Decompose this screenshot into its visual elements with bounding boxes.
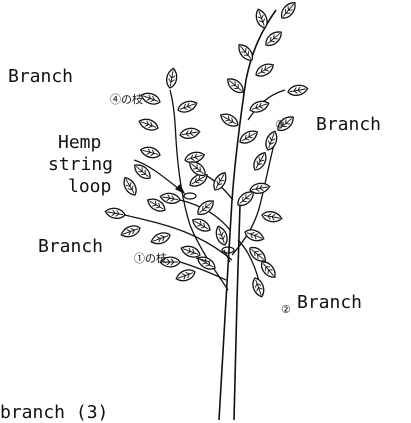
branch-label-right-upper: Branch (316, 114, 381, 135)
hemp-string-loop-label: Hemp string loop (48, 132, 113, 198)
branch-label-right-lower: Branch (297, 292, 362, 313)
hemp-label-line-3: loop (48, 176, 113, 198)
hemp-label-line-1: Hemp (48, 132, 113, 154)
branch-1-jp-label: ①の枝 (134, 250, 167, 266)
branch-label-left-mid: Branch (38, 236, 103, 257)
branch-2-circle-label: ② (281, 303, 291, 316)
hemp-label-line-2: string (48, 154, 113, 176)
branch-4-jp-label: ④の枝 (110, 91, 143, 107)
branch-label-top-left: Branch (8, 66, 73, 87)
branch-3-circle-label: ③ (275, 118, 285, 131)
